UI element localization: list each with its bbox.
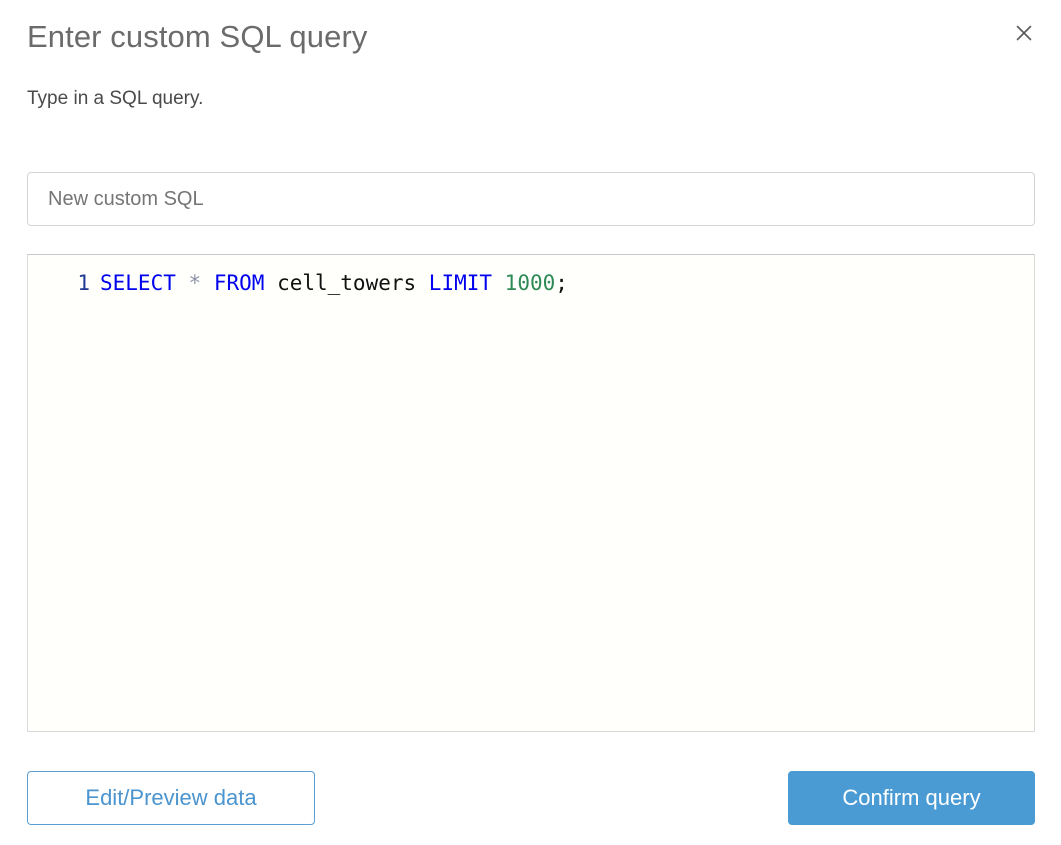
page-title: Enter custom SQL query — [27, 19, 368, 54]
confirm-query-button[interactable]: Confirm query — [788, 771, 1035, 825]
close-button[interactable] — [1007, 16, 1041, 50]
line-number: 1 — [77, 271, 90, 295]
dialog-subtitle: Type in a SQL query. — [27, 88, 204, 109]
sql-code-editor[interactable]: 1 SELECT * FROM cell_towers LIMIT 1000; — [27, 254, 1035, 732]
close-icon — [1014, 23, 1034, 43]
code-line: 1 SELECT * FROM cell_towers LIMIT 1000; — [28, 255, 1034, 299]
sql-query-text: SELECT * FROM cell_towers LIMIT 1000; — [100, 271, 568, 295]
query-name-input[interactable] — [27, 172, 1035, 226]
edit-preview-data-button[interactable]: Edit/Preview data — [27, 771, 315, 825]
dialog-header: Enter custom SQL query Type in a SQL que… — [0, 0, 1061, 130]
